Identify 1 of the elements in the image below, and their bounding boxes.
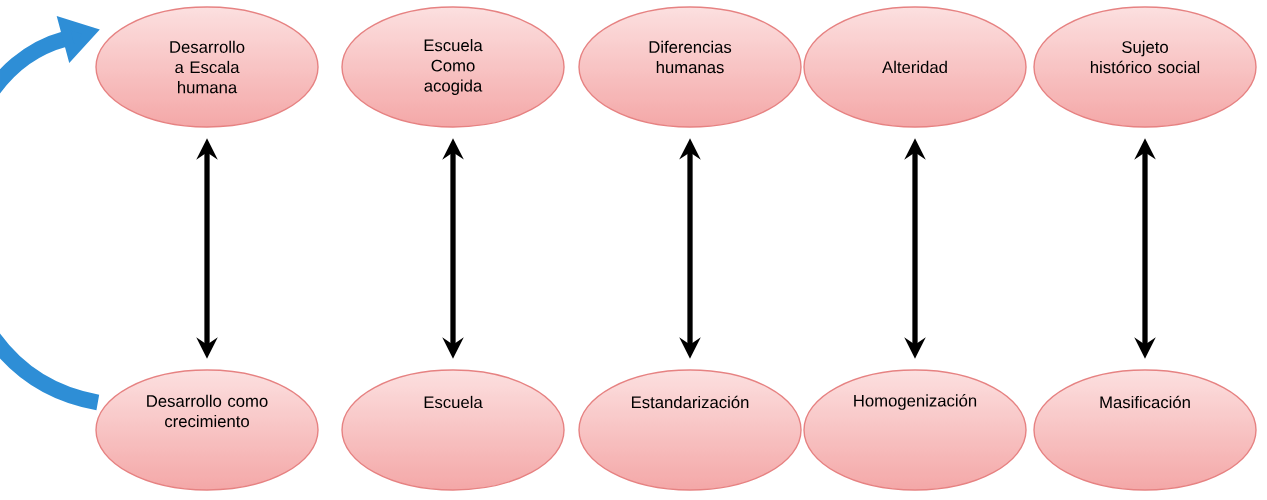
arrow [0,16,101,411]
